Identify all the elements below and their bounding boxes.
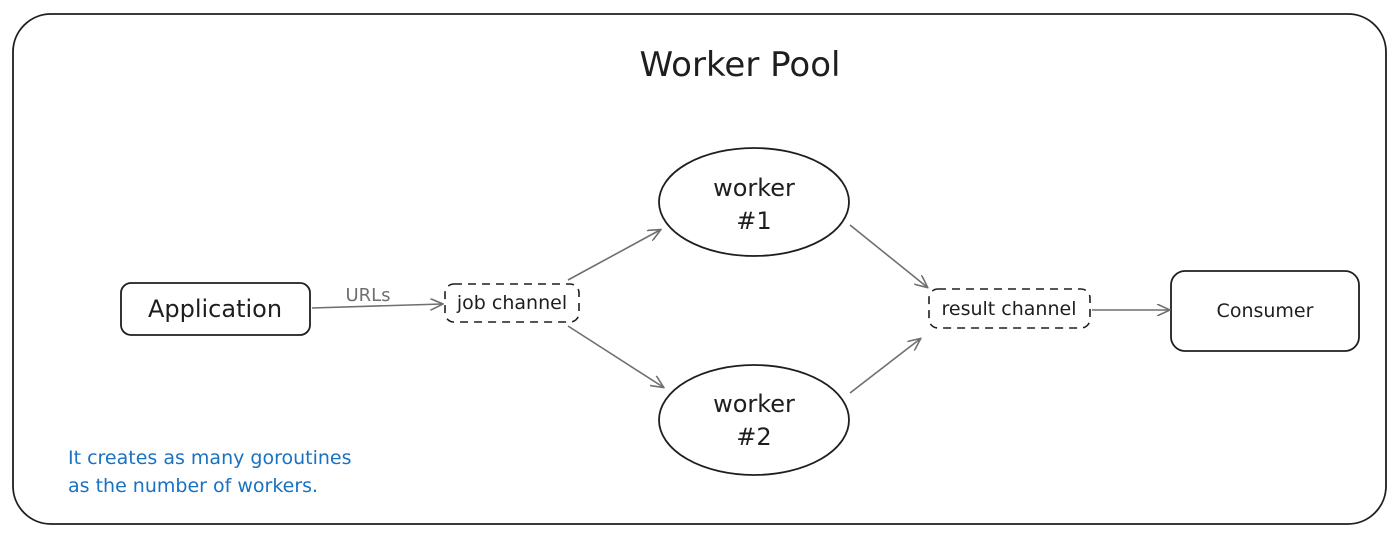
arrow-worker-1-to-result-channel bbox=[849, 224, 927, 287]
result-channel-label: result channel bbox=[942, 298, 1077, 320]
worker-1-node: worker #1 bbox=[658, 147, 850, 257]
job-channel-node: job channel bbox=[444, 283, 580, 323]
pool-frame bbox=[12, 13, 1387, 525]
worker-2-node: worker #2 bbox=[658, 364, 850, 476]
diagram-title: Worker Pool bbox=[640, 45, 841, 85]
goroutine-note: It creates as many goroutines as the num… bbox=[68, 447, 352, 497]
worker-2-label-line2: #2 bbox=[736, 423, 771, 451]
application-label: Application bbox=[148, 295, 282, 323]
consumer-label: Consumer bbox=[1217, 300, 1314, 322]
note-line-1: It creates as many goroutines bbox=[68, 447, 352, 469]
arrow-job-channel-to-worker-2 bbox=[567, 325, 663, 387]
result-channel-node: result channel bbox=[928, 288, 1091, 329]
worker-1-label-line2: #1 bbox=[736, 207, 771, 235]
worker-1-label-line1: worker bbox=[713, 174, 795, 202]
urls-edge-label: URLs bbox=[345, 285, 390, 306]
arrow-worker-2-to-result-channel bbox=[849, 339, 920, 394]
arrow-app-to-job-channel bbox=[311, 304, 442, 308]
consumer-node: Consumer bbox=[1170, 270, 1360, 352]
arrow-job-channel-to-worker-1 bbox=[567, 230, 660, 281]
application-node: Application bbox=[120, 282, 311, 336]
note-line-2: as the number of workers. bbox=[68, 475, 318, 497]
worker-2-label-line1: worker bbox=[713, 390, 795, 418]
job-channel-label: job channel bbox=[456, 292, 567, 314]
